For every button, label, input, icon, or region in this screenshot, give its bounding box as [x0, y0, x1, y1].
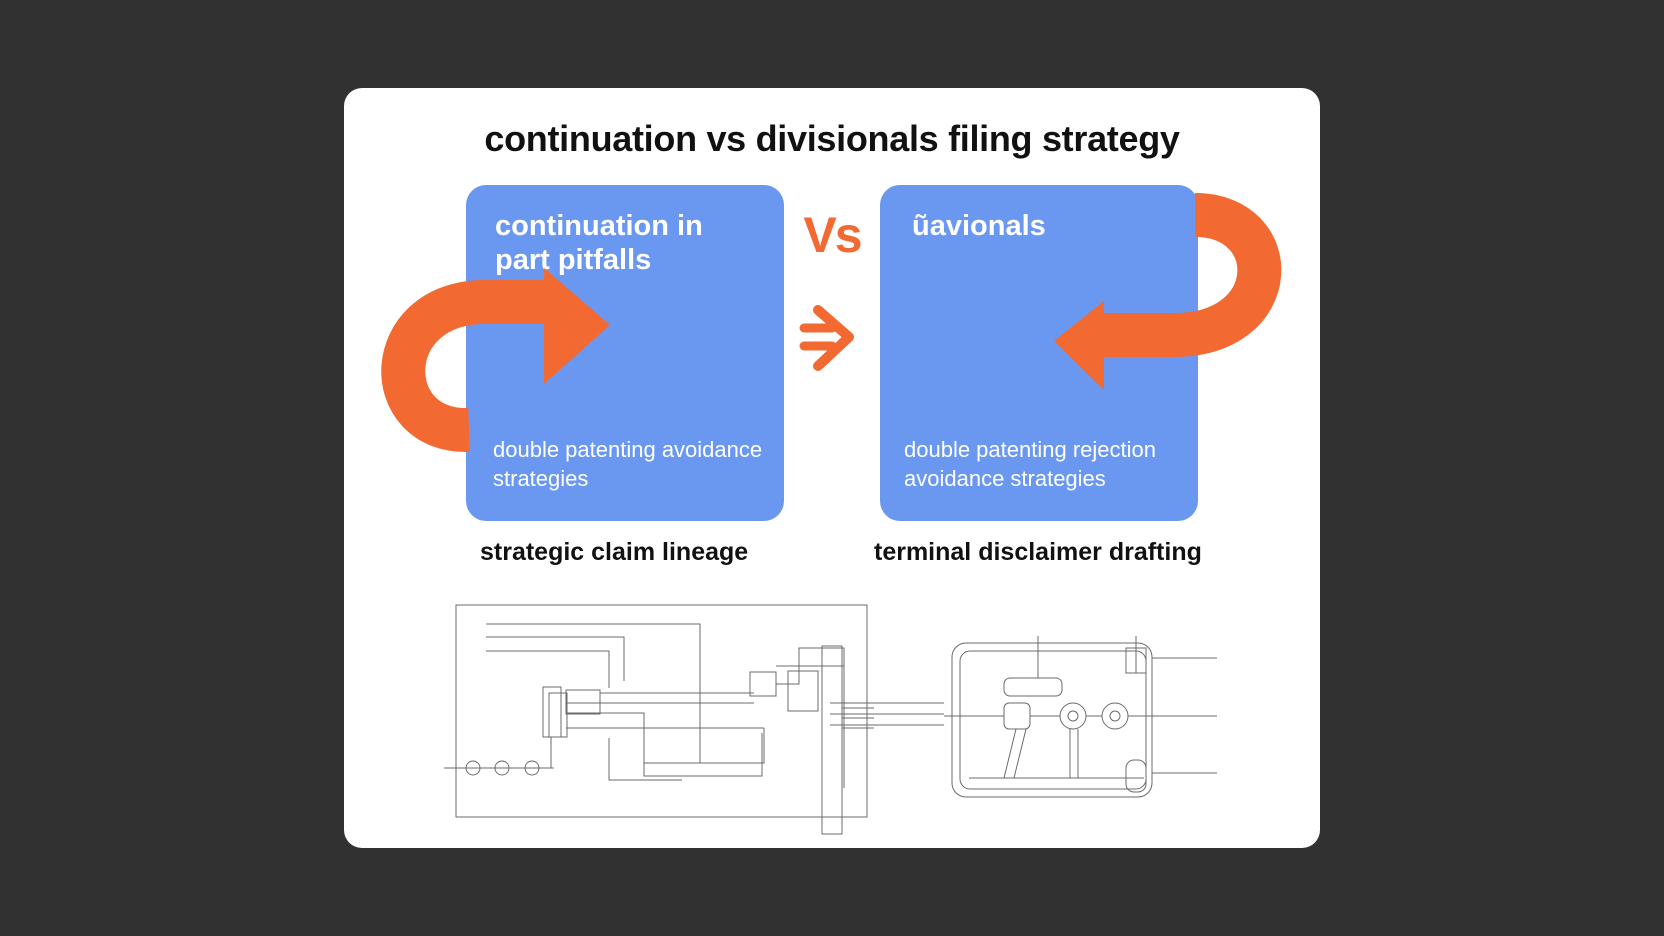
diagram-card: continuation vs divisionals filing strat…: [344, 88, 1320, 848]
double-arrow-icon: [799, 305, 854, 371]
left-schematic: [444, 604, 874, 835]
left-caption: strategic claim lineage: [480, 538, 749, 566]
right-caption: terminal disclaimer drafting: [874, 538, 1202, 566]
right-curved-arrow-icon: [1054, 193, 1282, 390]
vs-label: Vs: [803, 207, 862, 263]
right-schematic: [830, 636, 1217, 798]
continuation-panel-title: continuation in part pitfalls: [495, 210, 703, 276]
divisional-panel-subtitle: double patenting rejection avoidance str…: [904, 437, 1156, 491]
diagram-title: continuation vs divisionals filing strat…: [484, 118, 1180, 159]
continuation-panel-subtitle: double patenting avoidance strategies: [493, 437, 763, 491]
diagram-graphics: [381, 193, 1282, 835]
divisional-panel-title: ũavionals: [912, 210, 1046, 242]
left-curved-arrow-icon: [381, 268, 610, 452]
continuation-panel: continuation in part pitfalls double pat…: [466, 185, 784, 521]
